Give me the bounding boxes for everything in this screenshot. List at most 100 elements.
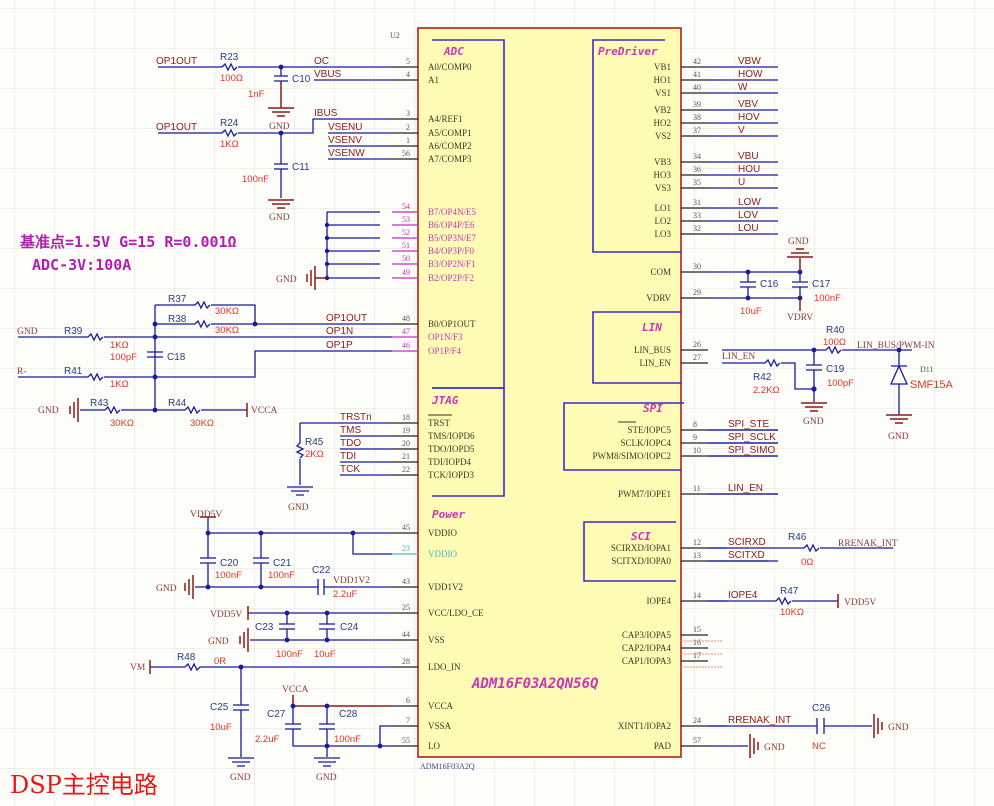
pin-name: A4/REF1 bbox=[428, 114, 463, 124]
capacitor-c16[interactable] bbox=[740, 272, 756, 298]
c20-value: 100nF bbox=[215, 570, 242, 581]
net-label: TCK bbox=[340, 464, 360, 475]
capacitor-c19[interactable] bbox=[806, 350, 822, 402]
resistor-r41[interactable] bbox=[87, 372, 104, 382]
capacitor-c17[interactable] bbox=[792, 272, 808, 298]
resistor-r44[interactable] bbox=[184, 405, 201, 415]
gnd-label: GND bbox=[803, 417, 824, 427]
gnd-label: GND bbox=[38, 406, 59, 416]
resistor-r23[interactable] bbox=[221, 62, 238, 72]
resistor-r24[interactable] bbox=[221, 128, 238, 138]
resistor-r45[interactable] bbox=[295, 442, 305, 459]
resistor-r46[interactable] bbox=[803, 543, 820, 553]
pin-name: CAP1/IOPA3 bbox=[622, 656, 672, 666]
capacitor-c28[interactable] bbox=[314, 706, 340, 767]
resistor-r43[interactable] bbox=[104, 405, 121, 415]
capacitor-c24[interactable] bbox=[319, 613, 335, 640]
resistor-r47[interactable] bbox=[775, 596, 792, 606]
resistor-r40[interactable] bbox=[825, 345, 842, 355]
pin-number: 54 bbox=[402, 202, 410, 211]
capacitor-c20[interactable] bbox=[200, 533, 216, 587]
capacitor-c22[interactable] bbox=[317, 579, 325, 595]
pin-number: 48 bbox=[402, 314, 410, 323]
resistor-r38[interactable] bbox=[194, 319, 211, 329]
r38-ref: R38 bbox=[168, 314, 187, 325]
capacitor-c11[interactable] bbox=[274, 133, 288, 198]
diode-d11[interactable] bbox=[889, 350, 909, 415]
chip-body[interactable] bbox=[417, 27, 682, 758]
vdd5v-label: VDD5V bbox=[210, 610, 242, 620]
resistor-r42[interactable] bbox=[764, 358, 781, 368]
resistor-r37[interactable] bbox=[194, 300, 211, 310]
capacitor-c21[interactable] bbox=[253, 533, 269, 587]
capacitor-c25[interactable] bbox=[228, 667, 254, 767]
capacitor-c27[interactable] bbox=[285, 706, 380, 747]
gnd-label: GND bbox=[269, 122, 290, 132]
capacitor-c26[interactable] bbox=[816, 718, 825, 734]
resistor-r48[interactable] bbox=[184, 662, 201, 672]
capacitor-c18[interactable] bbox=[147, 351, 163, 358]
chip-u2[interactable]: U2 ADM16F03A2Q ADM16F03A2QN56Q ADC PreDr… bbox=[314, 27, 792, 771]
resistor-r39[interactable] bbox=[87, 332, 104, 342]
chip-ref: U2 bbox=[390, 31, 400, 40]
capacitor-c23[interactable] bbox=[279, 613, 295, 640]
